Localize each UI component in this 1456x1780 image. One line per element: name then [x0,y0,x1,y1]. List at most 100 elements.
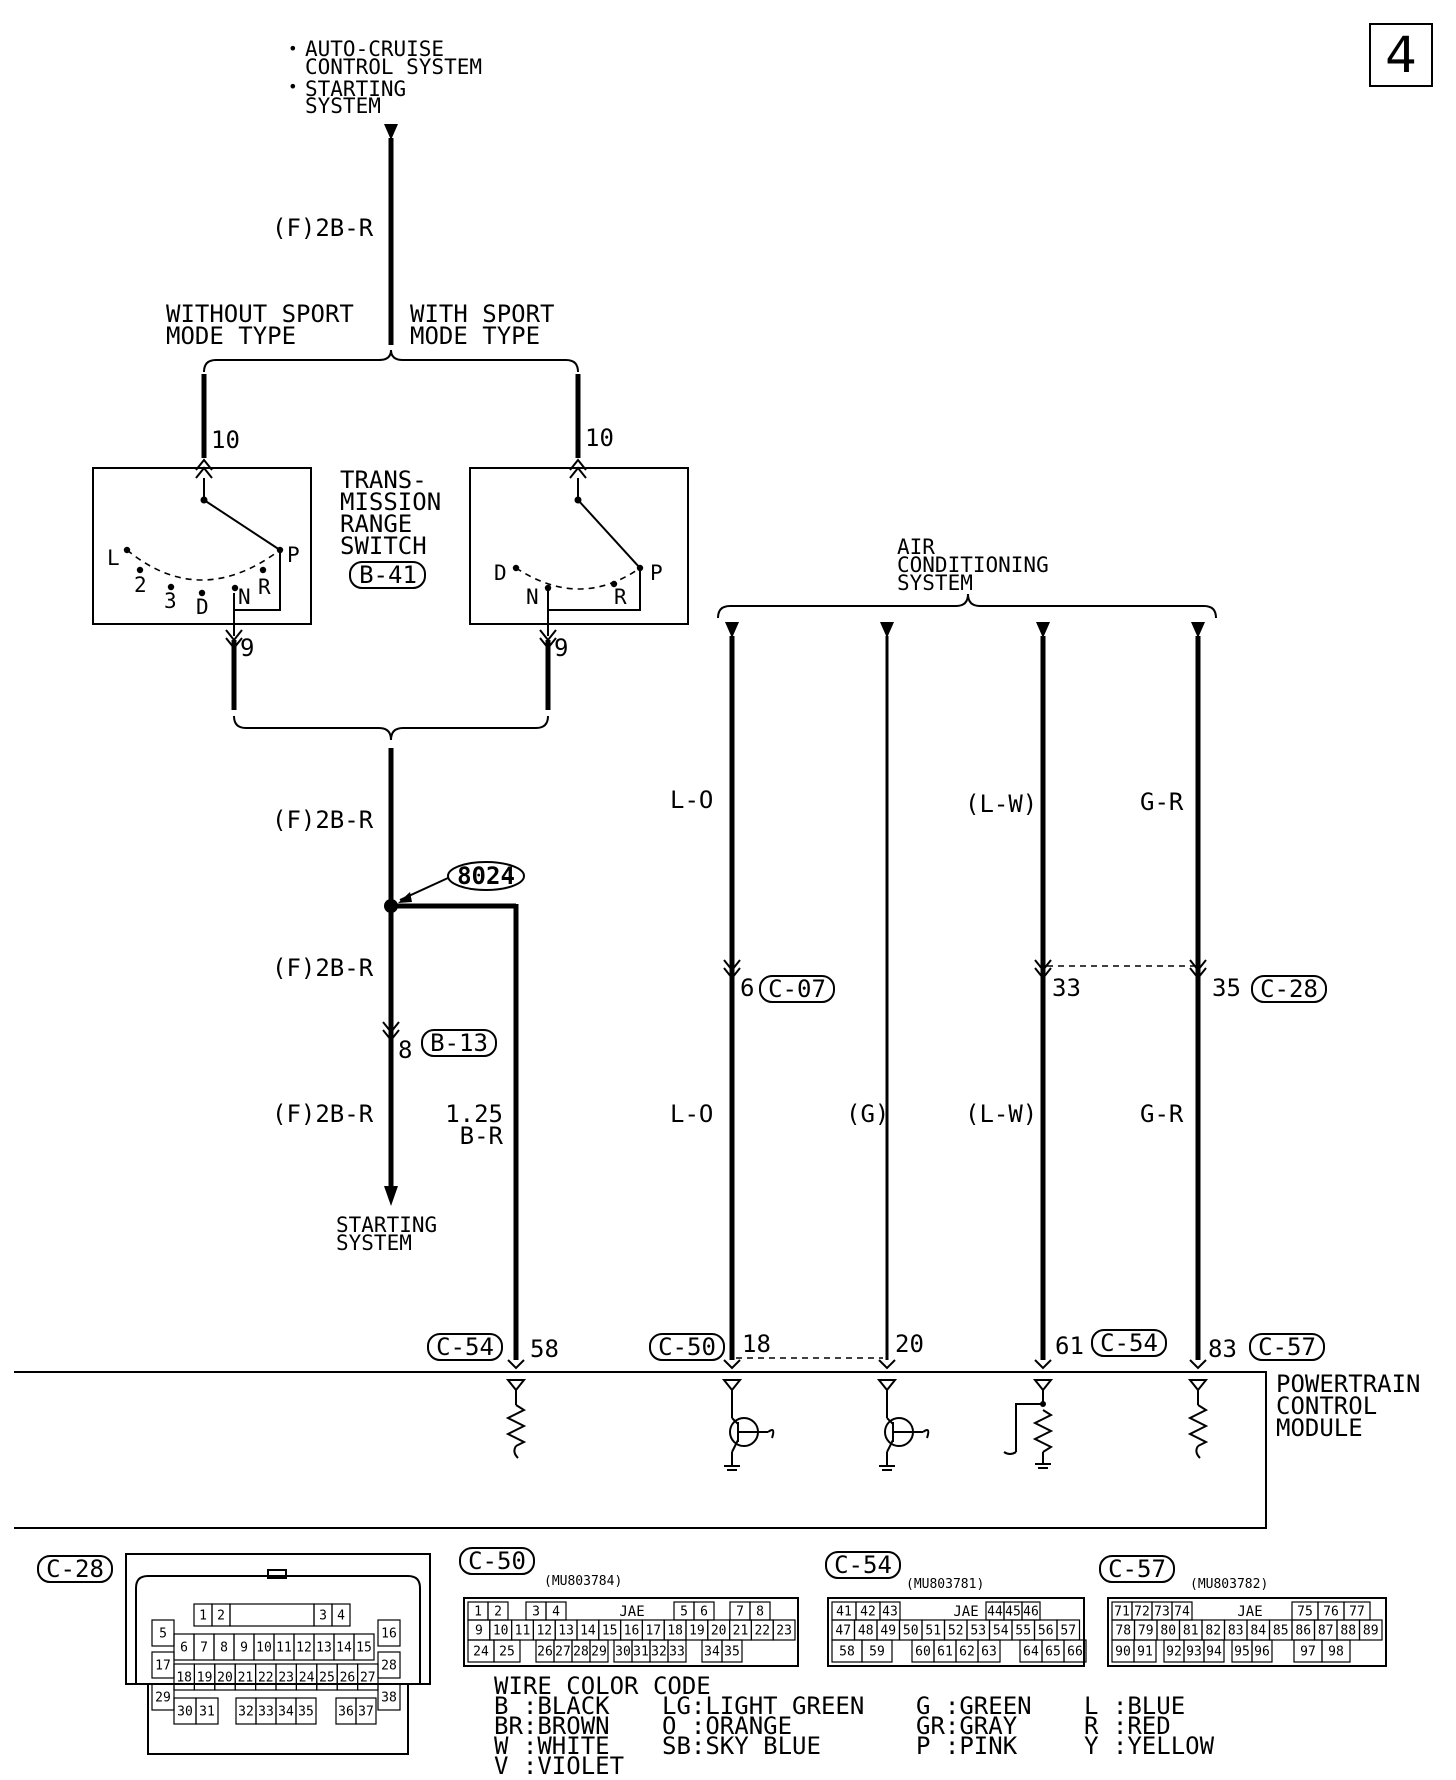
pin-number: 54 [993,1624,1009,1639]
pin-number: 33 [258,1705,274,1720]
connector-view-c57-part: (MU803782) [1190,1577,1268,1592]
pin-number: 27 [360,1671,376,1686]
c50-jae-label: JAE [619,1604,644,1620]
pin-number: 92 [1166,1645,1182,1660]
connector-tag-b41 [349,561,426,589]
pin-number: 16 [381,1627,397,1642]
connector-chevron-icon [1034,959,1052,980]
pin-number: 73 [1154,1605,1170,1620]
connector-tag-c57 [1249,1333,1325,1361]
pin-number: 63 [981,1645,997,1660]
pin-number: 7 [736,1605,744,1620]
pin-number: 30 [177,1705,193,1720]
pin-number: 19 [197,1671,213,1686]
pin-number: 31 [633,1645,649,1660]
pin-number: 6 [700,1605,708,1620]
pin-cell [229,1603,315,1627]
splice-tag [447,861,525,891]
option-brace-top [203,349,579,373]
arrow-down-icon [384,1186,398,1206]
pcm-conn-c57: C-57 [1258,1333,1316,1361]
pin-number: 41 [836,1605,852,1620]
wire-label-f2br-1: (F)2B-R [272,806,374,834]
pin-cell [377,1619,401,1647]
pcm-internal-resistor-83 [1187,1379,1209,1459]
pin-number: 38 [381,1691,397,1706]
connector-view-c54-name: C-54 [834,1551,892,1579]
wire-label-br: B-R [460,1122,504,1150]
c54-jae-label: JAE [953,1604,978,1620]
pin-number: 1 [199,1609,207,1624]
pin-number: 62 [959,1645,975,1660]
pin-number: 88 [1340,1624,1356,1639]
connector-view-c54-part: (MU803781) [906,1577,984,1592]
connector-tag-c57-view [1099,1555,1175,1583]
starting-system-line-2: SYSTEM [336,1231,412,1255]
pin-number: 2 [494,1605,502,1620]
pin-number: 83 [1228,1624,1244,1639]
c50-face-outer [463,1597,799,1667]
pin-number: 77 [1349,1605,1365,1620]
pin-number: 10 [256,1641,272,1656]
switch-pos-P: P [287,543,300,567]
pin-number: 5 [680,1605,688,1620]
switch-position-arc [126,549,281,581]
pin-cell [1358,1619,1383,1641]
pin-10-left: 10 [211,426,240,454]
switch-title-1: TRANS- [340,466,427,494]
page-number-box [1369,23,1433,87]
connector-tag-c07 [759,975,835,1003]
pin-number: 22 [754,1624,770,1639]
pin-number: 20 [711,1624,727,1639]
switch-pos-R: R [614,585,627,609]
without-sport-line-2: MODE TYPE [166,322,296,350]
pin-cell [1203,1639,1225,1663]
top-system-line-2: CONTROL SYSTEM [305,55,482,79]
wcc-col2-1: O :ORANGE [662,1712,792,1740]
pcm-pin-18: 18 [742,1330,771,1358]
c57-face-outer [1107,1597,1387,1667]
pin-number: 75 [1297,1605,1313,1620]
pin-cell [861,1639,893,1663]
pin-number: 29 [591,1645,607,1660]
pin-number: 97 [1300,1645,1316,1660]
pin-number: 65 [1045,1645,1061,1660]
switch-pos-D: D [494,561,507,585]
switch-position-arc [515,567,641,590]
pin-number: 2 [217,1609,225,1624]
pin-number: 33 [669,1645,685,1660]
pin-number: 13 [558,1624,574,1639]
pin-number: 53 [970,1624,986,1639]
pin-number: 3 [319,1609,327,1624]
wcc-col3-0: G :GREEN [916,1692,1032,1720]
pcm-conn-c50: C-50 [658,1333,716,1361]
pin-number: 80 [1160,1624,1176,1639]
pin-number: 16 [624,1624,640,1639]
wcc-col4-1: R :RED [1084,1712,1171,1740]
pin-cell [195,1697,219,1725]
pcm-label-3: MODULE [1276,1414,1363,1442]
switch-pos-P: P [650,561,663,585]
connector-chevron-icon [1189,959,1207,980]
pin-number: 21 [238,1671,254,1686]
pin-number: 22 [258,1671,274,1686]
connector-tag-c54-view [825,1551,901,1579]
pin-cell [357,1663,379,1691]
pin-number: 28 [573,1645,589,1660]
pin-number: 26 [537,1645,553,1660]
pin-number: 11 [515,1624,531,1639]
pin-number: 14 [336,1641,352,1656]
pin-number: 45 [1005,1605,1021,1620]
pin-cell [151,1619,175,1647]
wire-label-lw-bottom: (L-W) [965,1100,1037,1128]
pin-number: 43 [882,1605,898,1620]
pin-number: 98 [1328,1645,1344,1660]
pin-cell [721,1639,743,1663]
connector-tag-c50-view [459,1547,535,1575]
pin-cell [1063,1639,1087,1663]
pin-number: 71 [1114,1605,1130,1620]
wire-color-code-title: WIRE COLOR CODE [494,1672,711,1700]
pin-number: 3 [532,1605,540,1620]
